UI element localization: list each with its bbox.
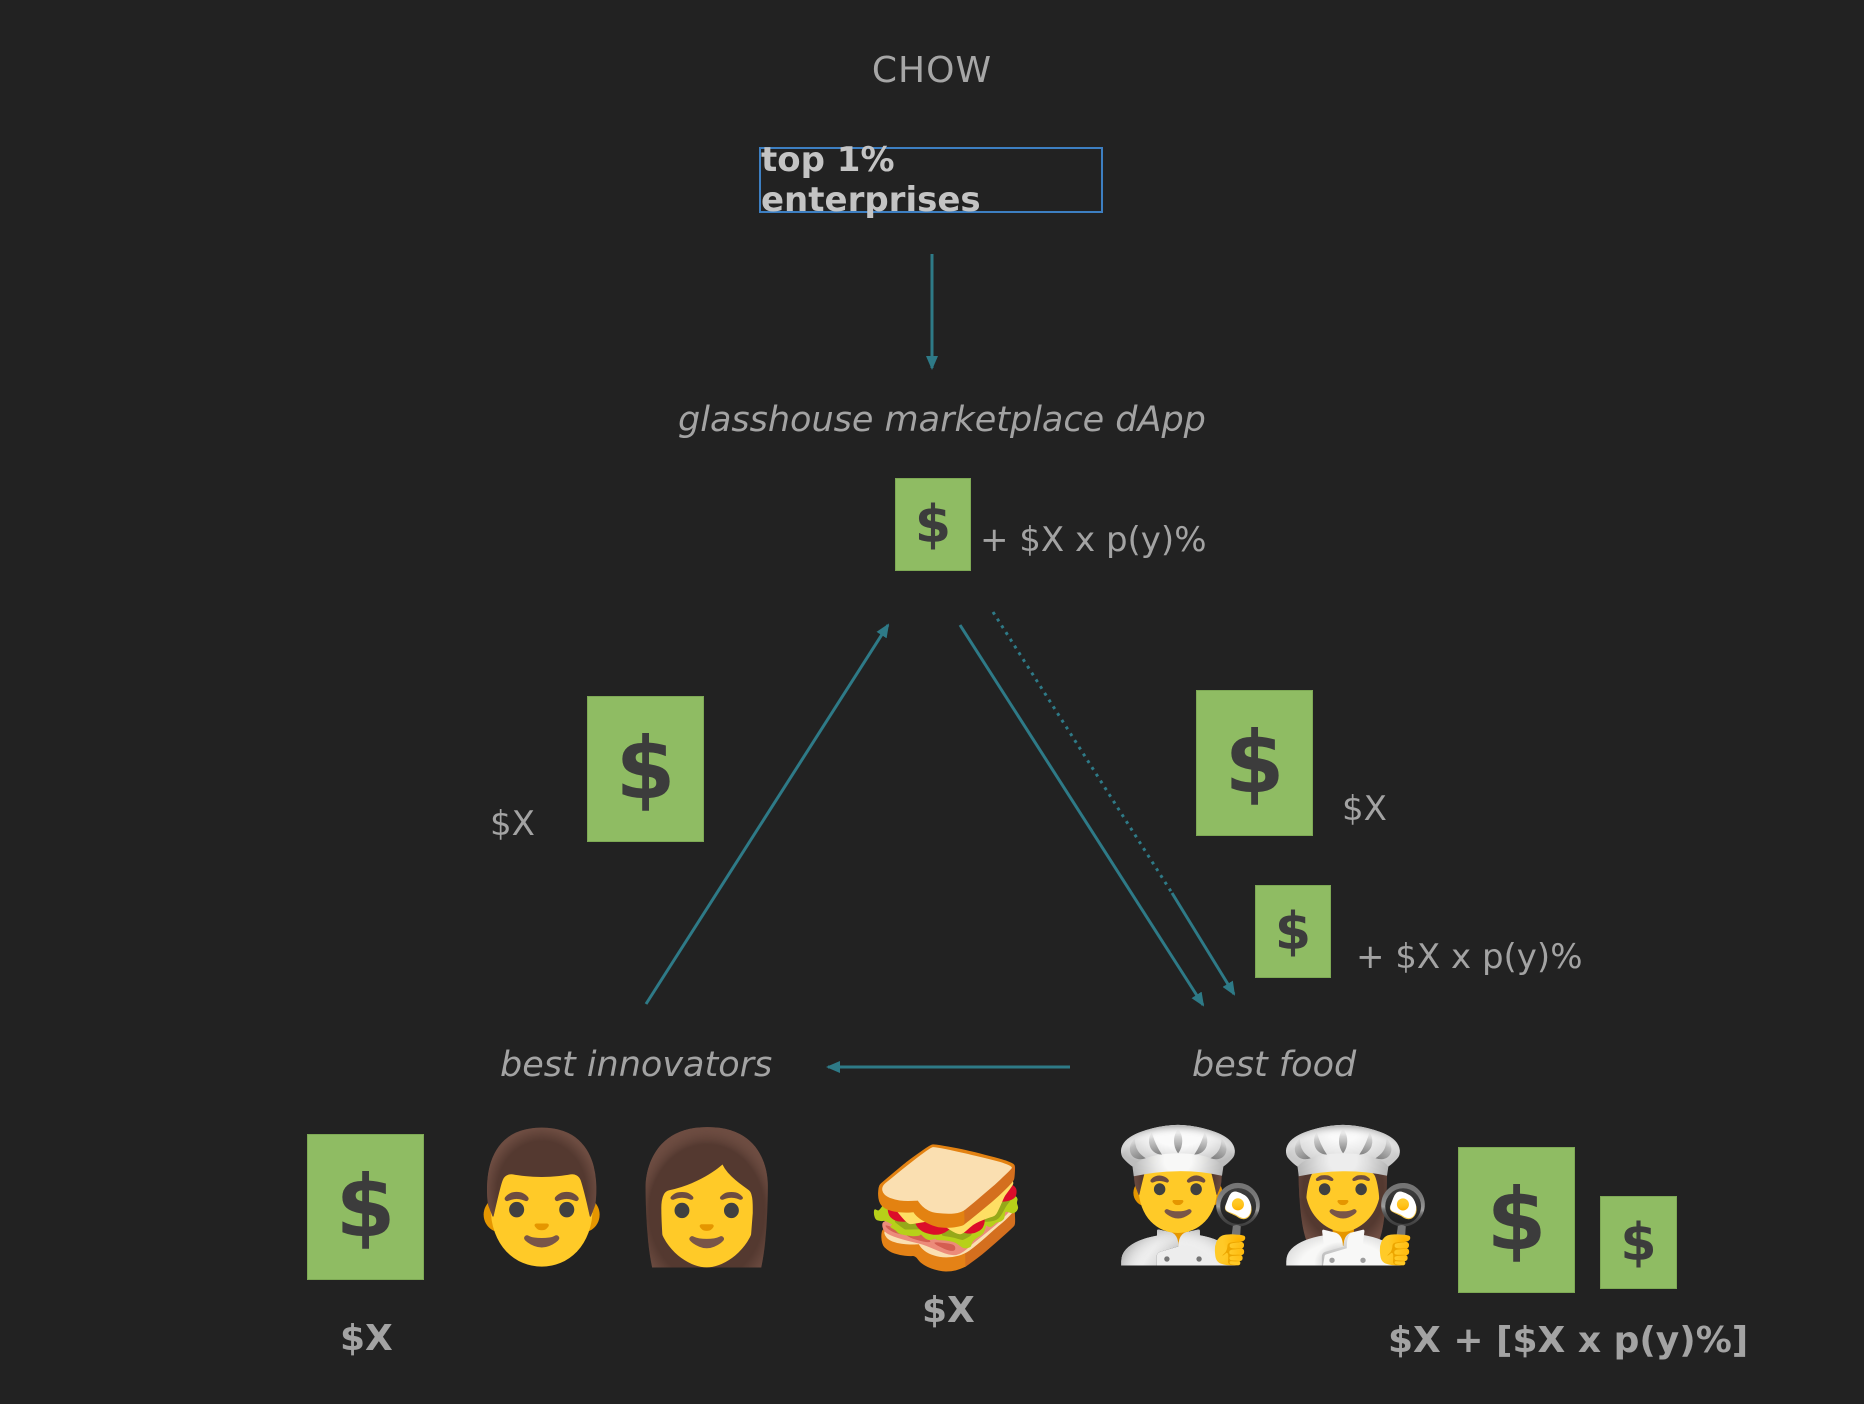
sandwich-icon: 🥪 [866,1142,1026,1272]
woman-cook-icon: 👩‍🍳 [1275,1132,1425,1260]
food-receives-amount: $X + [$X x p(y)%] [1388,1320,1748,1361]
dollar-bill-icon: $ [895,478,971,571]
innovators-pay-amount: $X [340,1318,393,1359]
food-label: best food [1192,1045,1356,1085]
dotted-marketplace-to-food [993,612,1172,893]
man-cook-icon: 👨‍🍳 [1110,1132,1260,1260]
dollar-bill-icon: $ [1196,690,1313,836]
diagram-title: CHOW [0,50,1864,91]
dollar-bill-icon: $ [307,1134,424,1280]
woman-icon: 👩 [627,1134,777,1262]
sandwich-value: $X [922,1290,975,1331]
arrow-marketplace-to-food [960,625,1203,1005]
top-enterprises-box: top 1% enterprises [759,147,1103,213]
right-fee-label: + $X x p(y)% [1356,937,1583,977]
innovators-label: best innovators [500,1045,772,1085]
man-icon: 👨 [462,1134,602,1262]
dollar-bill-icon: $ [1458,1147,1575,1293]
left-edge-amount: $X [490,804,535,844]
right-edge-amount: $X [1342,789,1387,829]
marketplace-fee-label: + $X x p(y)% [980,520,1207,560]
dollar-bill-icon: $ [1255,885,1331,978]
dollar-bill-icon: $ [1600,1196,1677,1289]
marketplace-label: glasshouse marketplace dApp [678,400,1206,440]
dollar-bill-icon: $ [587,696,704,842]
arrow-fee-to-food [1172,893,1234,994]
